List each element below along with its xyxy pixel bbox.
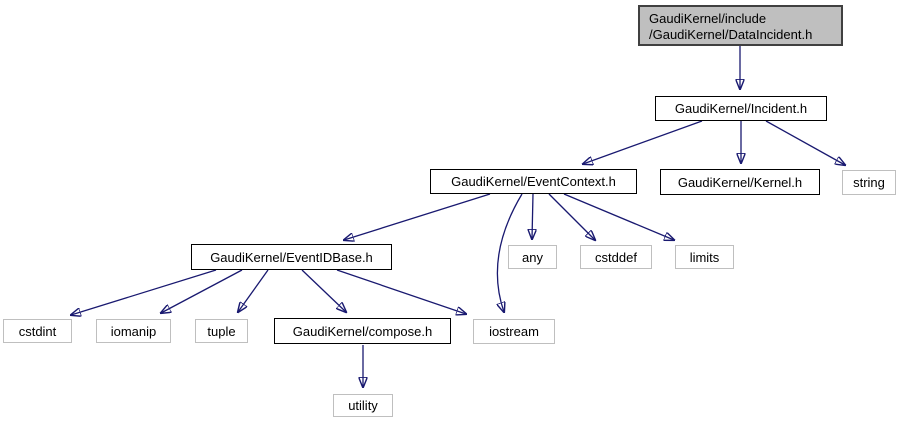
- node-dataincident-h-line1: GaudiKernel/include: [649, 11, 767, 26]
- edge-eventidbase-cstdint: [71, 269, 217, 315]
- edge-eventcontext-any: [532, 193, 533, 239]
- node-incident-h[interactable]: GaudiKernel/Incident.h: [655, 96, 827, 121]
- node-compose-h[interactable]: GaudiKernel/compose.h: [274, 318, 451, 344]
- node-any: any: [508, 245, 557, 269]
- edge-incident-eventcontext: [583, 120, 703, 164]
- node-cstdint: cstdint: [3, 319, 72, 343]
- node-eventcontext-h[interactable]: GaudiKernel/EventContext.h: [430, 169, 637, 194]
- node-dataincident-h: GaudiKernel/include /GaudiKernel/DataInc…: [638, 5, 843, 46]
- edge-eventcontext-cstddef: [548, 193, 595, 240]
- edge-eventidbase-iomanip: [161, 269, 243, 313]
- node-iostream: iostream: [473, 319, 555, 344]
- node-cstddef: cstddef: [580, 245, 652, 269]
- node-dataincident-h-line2: /GaudiKernel/DataIncident.h: [649, 27, 813, 42]
- edge-incident-string: [765, 120, 845, 165]
- node-utility: utility: [333, 394, 393, 417]
- node-eventidbase-h[interactable]: GaudiKernel/EventIDBase.h: [191, 244, 392, 270]
- edge-eventcontext-limits: [563, 193, 674, 240]
- node-string: string: [842, 170, 896, 195]
- node-iomanip: iomanip: [96, 319, 171, 343]
- edge-eventidbase-tuple: [238, 269, 269, 312]
- edge-eventcontext-eventidbase: [344, 193, 491, 240]
- node-kernel-h[interactable]: GaudiKernel/Kernel.h: [660, 169, 820, 195]
- edge-eventidbase-iostream: [336, 269, 466, 314]
- node-limits: limits: [675, 245, 734, 269]
- node-tuple: tuple: [195, 319, 248, 343]
- edge-eventidbase-compose: [301, 269, 346, 312]
